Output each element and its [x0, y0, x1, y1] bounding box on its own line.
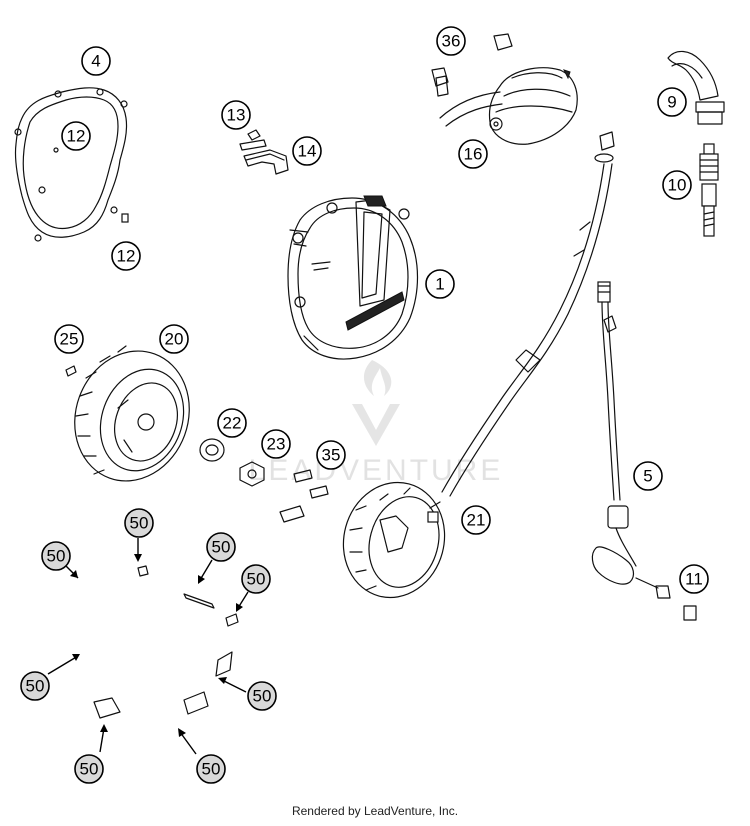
- washer-part[interactable]: [199, 438, 225, 462]
- svg-text:11: 11: [685, 570, 703, 589]
- callout-20: 20: [159, 324, 189, 354]
- svg-text:50: 50: [202, 760, 221, 779]
- key-part[interactable]: [65, 365, 77, 377]
- svg-text:12: 12: [117, 247, 136, 266]
- callout-50: 50: [74, 754, 104, 784]
- callout-10: 10: [662, 170, 692, 200]
- watermark-logo: LEADVENTURE: [249, 360, 500, 487]
- callout-36: 36: [436, 26, 466, 56]
- svg-text:50: 50: [247, 570, 266, 589]
- clip-part[interactable]: [239, 129, 267, 151]
- callout-5: 5: [633, 461, 663, 491]
- svg-text:50: 50: [212, 538, 231, 557]
- callout-12: 12: [61, 121, 91, 151]
- callout-1: 1: [425, 269, 455, 299]
- svg-text:50: 50: [47, 547, 66, 566]
- svg-text:50: 50: [26, 677, 45, 696]
- callout-14: 14: [292, 136, 322, 166]
- callout-4: 4: [81, 46, 111, 76]
- sensor-lead-part[interactable]: [591, 281, 659, 589]
- small-screw-part[interactable]: [93, 565, 239, 719]
- svg-text:50: 50: [130, 514, 149, 533]
- callout-50: 50: [247, 681, 277, 711]
- dowel-pin-part[interactable]: [121, 213, 129, 223]
- svg-text:23: 23: [267, 435, 286, 454]
- callout-22: 22: [217, 408, 247, 438]
- spark-plug-cap-part[interactable]: [667, 50, 725, 125]
- svg-text:36: 36: [442, 32, 461, 51]
- cover-gasket-part[interactable]: [14, 87, 128, 242]
- svg-text:35: 35: [322, 446, 341, 465]
- stator-bolt-part[interactable]: [279, 469, 329, 523]
- svg-text:1: 1: [435, 275, 444, 294]
- callout-23: 23: [261, 429, 291, 459]
- flywheel-part[interactable]: [57, 335, 207, 497]
- svg-text:16: 16: [464, 145, 483, 164]
- svg-text:20: 20: [165, 330, 184, 349]
- svg-text:9: 9: [667, 93, 676, 112]
- svg-text:21: 21: [467, 511, 486, 530]
- svg-text:50: 50: [253, 687, 272, 706]
- callout-25: 25: [54, 324, 84, 354]
- starter-motor-part[interactable]: [439, 67, 578, 145]
- svg-text:14: 14: [298, 142, 317, 161]
- callout-11: 11: [679, 564, 709, 594]
- svg-text:5: 5: [643, 467, 652, 486]
- cable-part[interactable]: [441, 163, 613, 497]
- o-ring-part[interactable]: [594, 131, 615, 163]
- svg-text:4: 4: [91, 52, 100, 71]
- bolt-part[interactable]: [431, 33, 513, 97]
- svg-text:13: 13: [227, 106, 246, 125]
- callout-21: 21: [461, 505, 491, 535]
- callout-50: 50: [241, 564, 271, 594]
- bracket-part[interactable]: [243, 149, 289, 175]
- svg-text:50: 50: [80, 760, 99, 779]
- nut-part[interactable]: [239, 461, 265, 487]
- callout-50: 50: [124, 508, 154, 538]
- callout-50: 50: [41, 541, 71, 571]
- callout-12: 12: [111, 241, 141, 271]
- svg-text:10: 10: [668, 176, 687, 195]
- callout-13: 13: [221, 100, 251, 130]
- leader-lines: [47, 538, 249, 755]
- callout-50: 50: [20, 671, 50, 701]
- screw-part[interactable]: [655, 585, 697, 621]
- footer-credit: Rendered by LeadVenture, Inc.: [291, 804, 459, 818]
- svg-text:12: 12: [67, 127, 86, 146]
- callout-50: 50: [196, 754, 226, 784]
- callout-16: 16: [458, 139, 488, 169]
- stator-part[interactable]: [331, 471, 458, 609]
- callout-50: 50: [206, 532, 236, 562]
- svg-text:25: 25: [60, 330, 79, 349]
- svg-text:22: 22: [223, 414, 242, 433]
- ignition-cover-part[interactable]: [287, 195, 419, 360]
- callout-9: 9: [657, 87, 687, 117]
- spark-plug-part[interactable]: [699, 143, 719, 237]
- callout-35: 35: [316, 440, 346, 470]
